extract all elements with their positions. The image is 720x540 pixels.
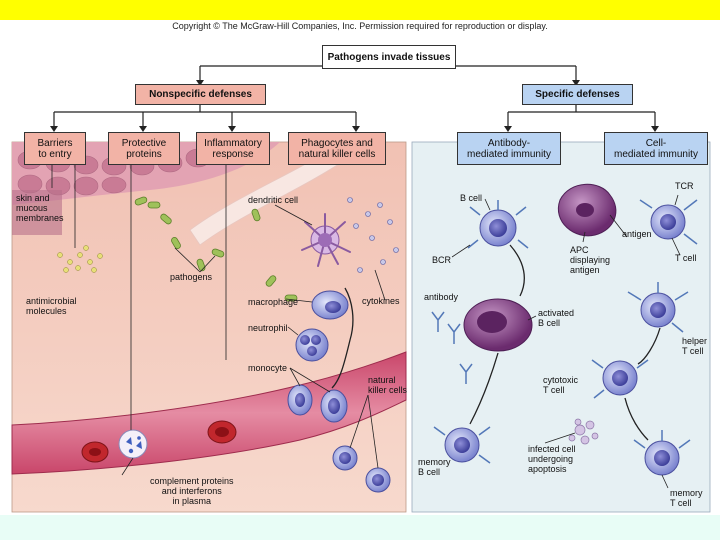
label-cytokines: cytokines xyxy=(362,296,400,306)
label-memory-t-cell: memory T cell xyxy=(670,488,703,508)
label-activated-b-cell: activated B cell xyxy=(538,308,575,328)
label-infected-cell: infected cell undergoing apoptosis xyxy=(528,444,576,474)
leader-lines xyxy=(51,165,681,489)
protective-proteins-box: Protective proteins xyxy=(108,132,180,165)
label-cytotoxic-t-cell: cytotoxic T cell xyxy=(543,375,579,395)
label-skin: skin and mucous membranes xyxy=(16,193,64,223)
label-antibody: antibody xyxy=(424,292,459,302)
inflammatory-response-box: Inflammatory response xyxy=(196,132,270,165)
label-neutrophil: neutrophil xyxy=(248,323,288,333)
label-dendritic-cell: dendritic cell xyxy=(248,195,299,205)
label-apc: APC displaying antigen xyxy=(570,245,611,275)
label-macrophage: macrophage xyxy=(248,297,299,307)
macrophage-cell xyxy=(311,290,349,320)
antibody-immunity-box: Antibody- mediated immunity xyxy=(457,132,561,165)
b-cell xyxy=(467,200,529,249)
neutrophil-cell xyxy=(295,328,329,362)
label-antigen: antigen xyxy=(622,229,652,239)
cell-immunity-box: Cell- mediated immunity xyxy=(604,132,708,165)
monocyte-cells xyxy=(287,384,348,423)
top-banner xyxy=(0,0,720,20)
phagocytes-box: Phagocytes and natural killer cells xyxy=(288,132,386,165)
specific-defenses-box: Specific defenses xyxy=(522,84,633,105)
label-t-cell: T cell xyxy=(675,253,697,263)
label-memory-b-cell: memory B cell xyxy=(418,457,451,477)
helper-t-cell xyxy=(627,282,689,333)
apc-cell xyxy=(557,183,617,237)
memory-b-cell xyxy=(433,426,491,464)
label-b-cell: B cell xyxy=(460,193,483,203)
connector-arrowheads xyxy=(50,80,659,132)
cytotoxic-t-cell xyxy=(591,359,649,399)
nonspecific-defenses-box: Nonspecific defenses xyxy=(135,84,266,105)
label-tcr: TCR xyxy=(675,181,694,191)
infected-cell xyxy=(568,418,599,445)
t-cell xyxy=(639,199,698,245)
nk-cells xyxy=(332,445,391,493)
label-nk-cells: natural killer cells xyxy=(368,375,408,395)
root-box-pathogens: Pathogens invade tissues xyxy=(322,45,456,69)
copyright-notice: Copyright © The McGraw-Hill Companies, I… xyxy=(172,21,548,31)
label-bcr: BCR xyxy=(432,255,452,265)
label-pathogens: pathogens xyxy=(170,272,213,282)
activated-b-cell xyxy=(463,298,533,352)
memory-t-cell xyxy=(633,430,691,476)
dendritic-cell xyxy=(301,213,351,267)
label-monocyte: monocyte xyxy=(248,363,288,373)
antibodies xyxy=(431,311,473,384)
flow-arrows xyxy=(331,244,661,441)
label-antimicrobial: antimicrobial molecules xyxy=(26,296,77,316)
label-helper-t-cell: helper T cell xyxy=(682,336,708,356)
label-complement: complement proteins and interferons in p… xyxy=(150,476,234,506)
bottom-banner xyxy=(0,515,720,540)
barriers-box: Barriers to entry xyxy=(24,132,86,165)
